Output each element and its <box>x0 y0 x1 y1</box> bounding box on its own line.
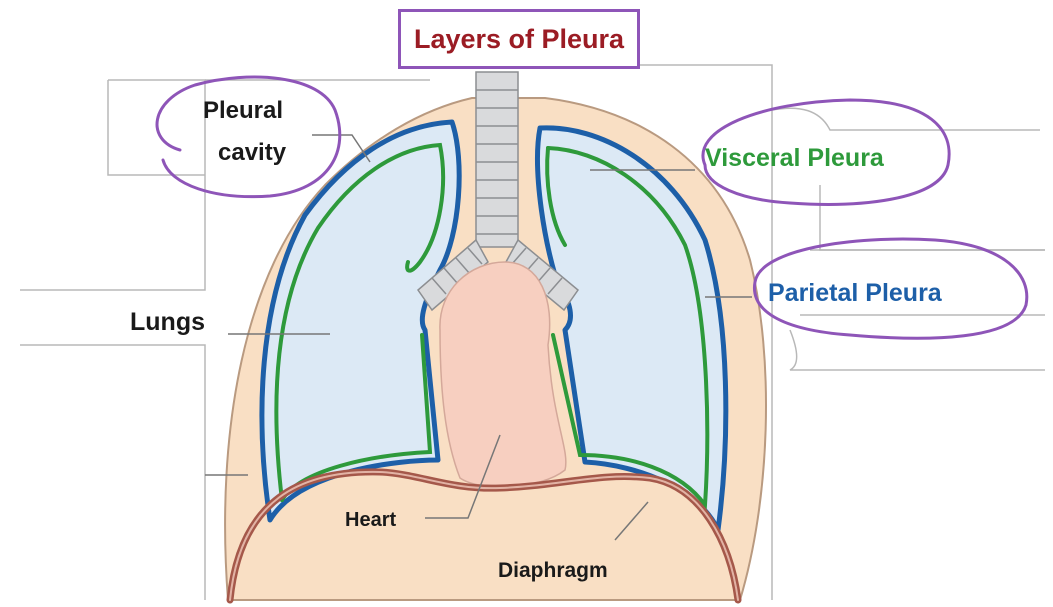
label-pleural-cavity-line2: cavity <box>218 141 286 165</box>
label-visceral-pleura: Visceral Pleura <box>705 146 884 171</box>
pleural-cavity-annotation-circle <box>157 77 340 197</box>
label-diaphragm: Diaphragm <box>498 560 608 581</box>
diagram-title: Layers of Pleura <box>414 24 624 55</box>
title-box: Layers of Pleura <box>398 9 640 69</box>
label-parietal-pleura: Parietal Pleura <box>768 281 942 306</box>
label-heart: Heart <box>345 510 396 530</box>
label-pleural-cavity-line1: Pleural <box>203 99 283 123</box>
label-lungs: Lungs <box>130 310 205 335</box>
